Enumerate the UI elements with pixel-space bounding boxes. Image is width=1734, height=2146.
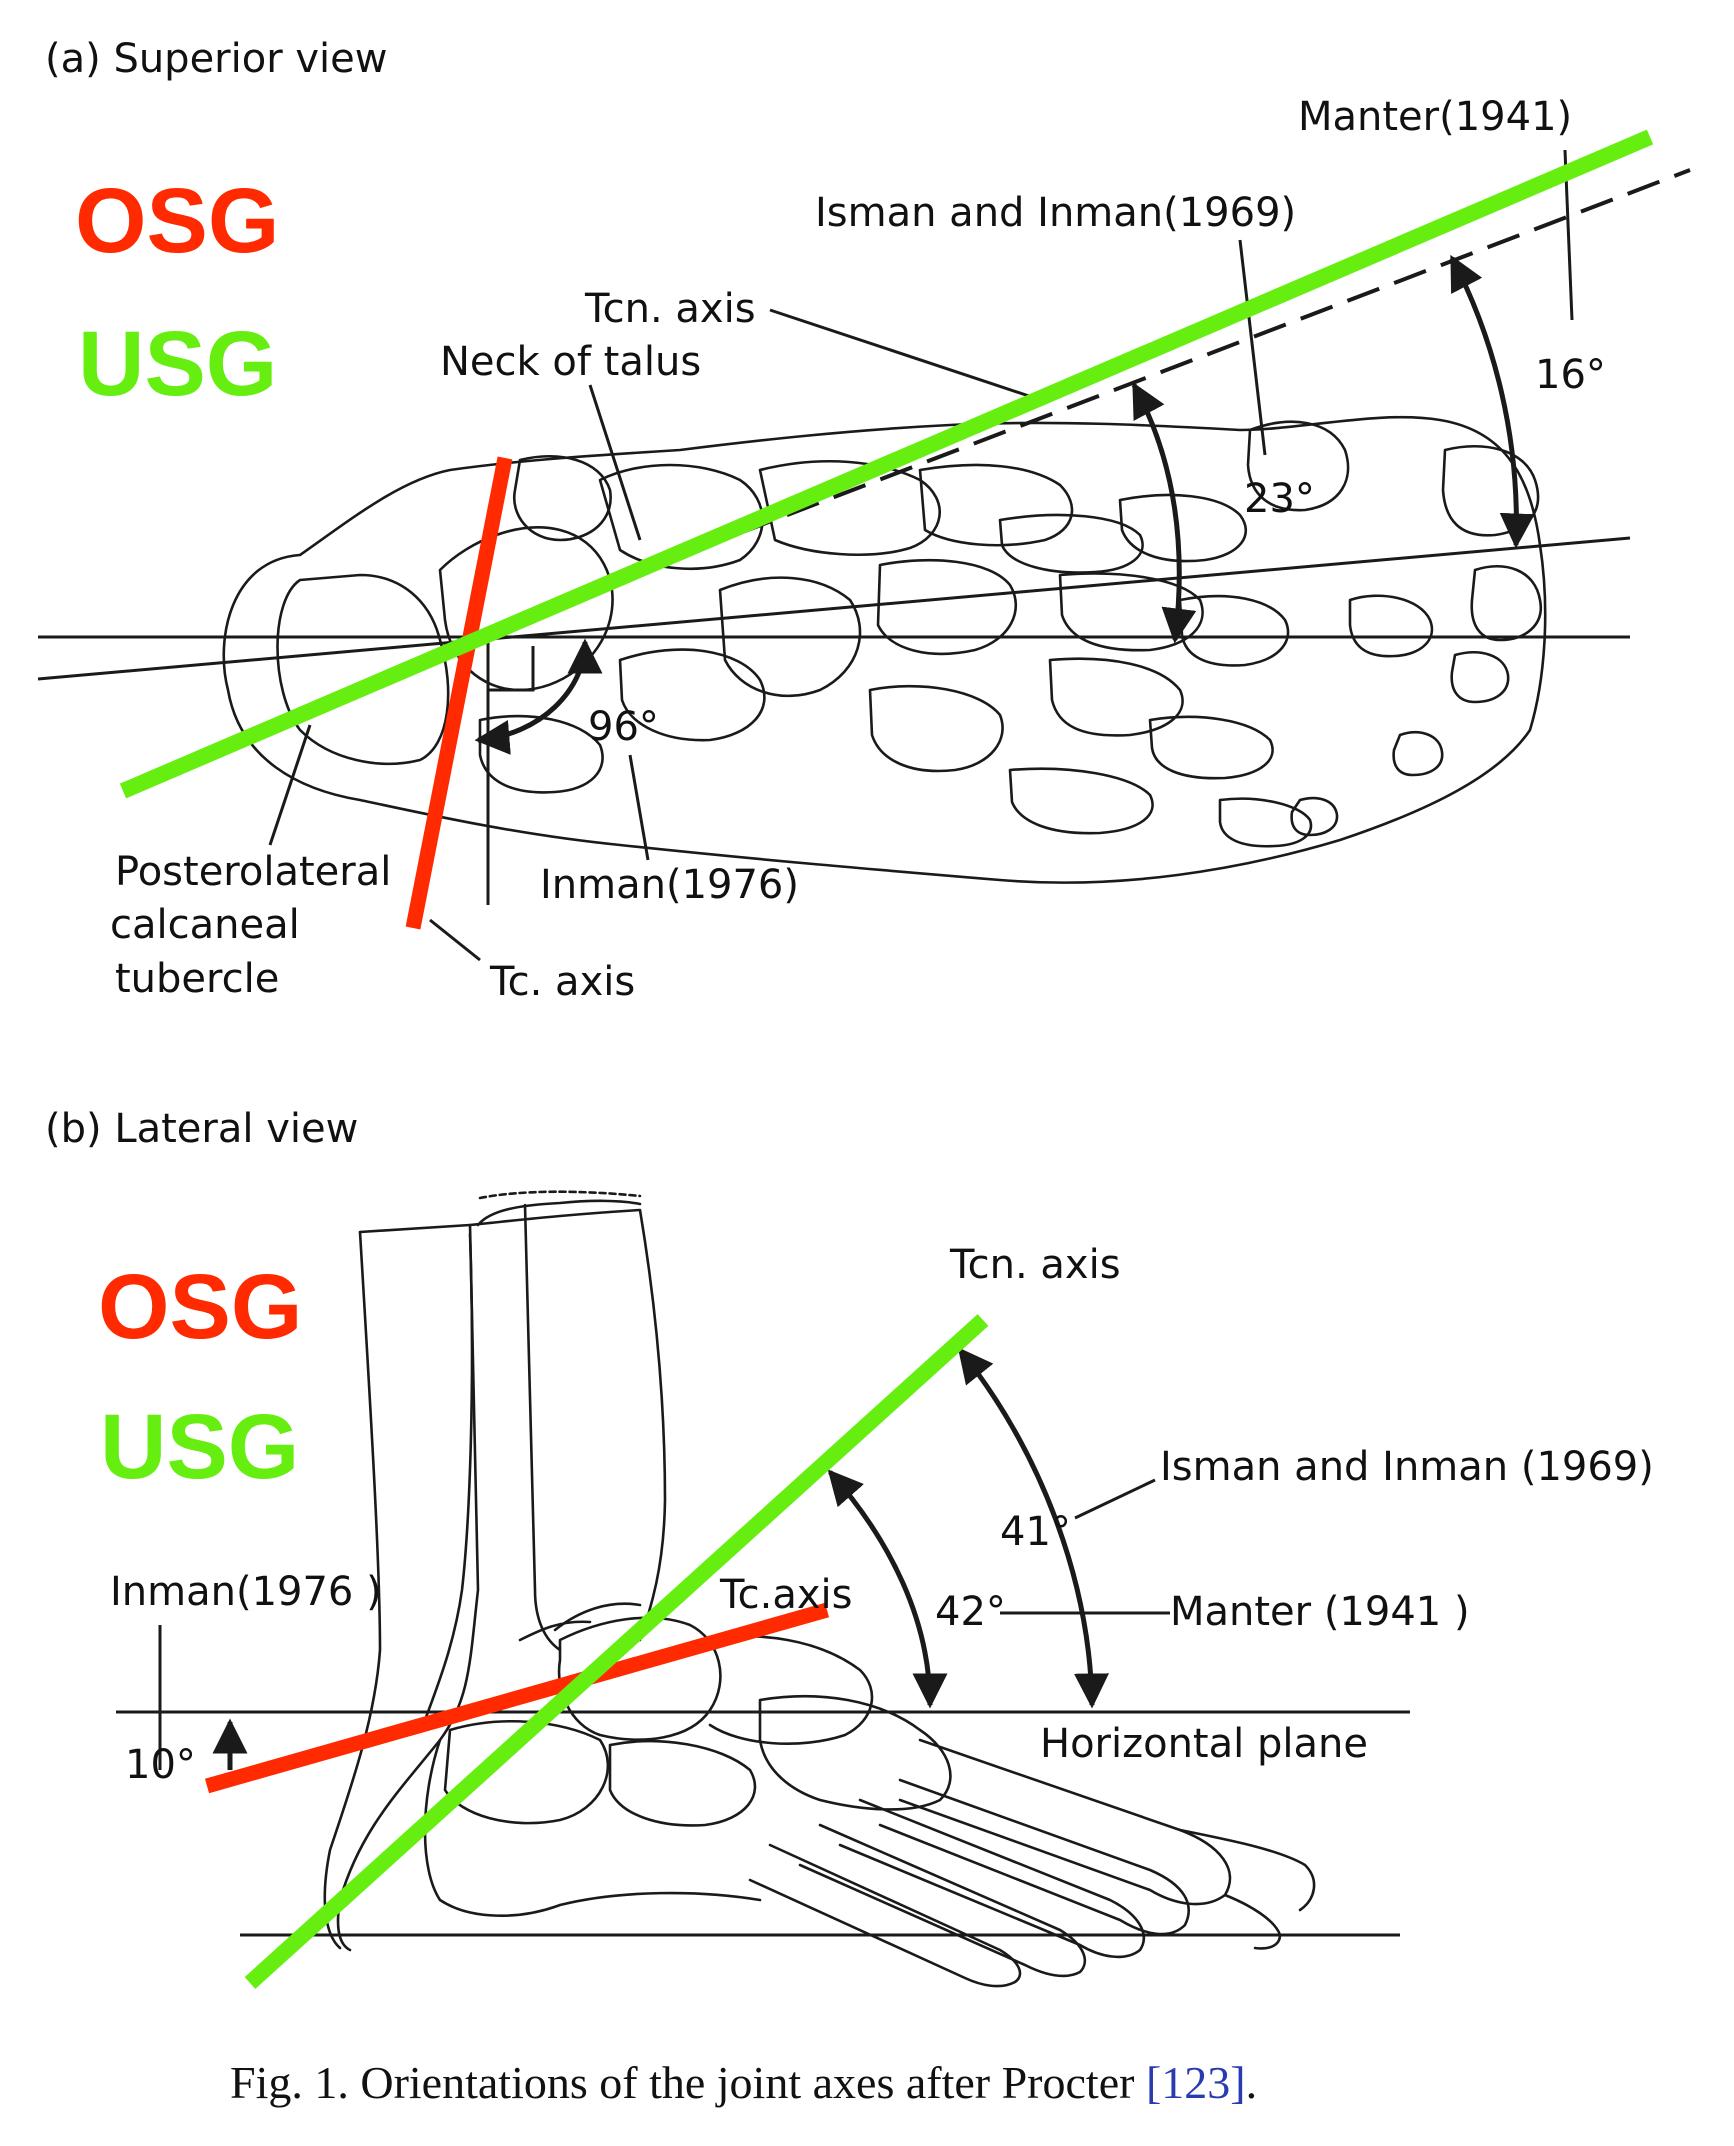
isman-leader-b (1074, 1478, 1156, 1520)
panel-a-title: (a) Superior view (45, 36, 387, 82)
label-posterolateral: Posterolateral (115, 849, 391, 895)
angle-23-arrow (1131, 381, 1197, 644)
right-angle-mark (488, 646, 535, 692)
label-isman-inman-a: Isman and Inman(1969) (815, 190, 1296, 236)
long-axis-line (37, 536, 1631, 681)
label-tubercle: tubercle (115, 956, 279, 1002)
caption-reference-link[interactable]: [123] (1146, 2057, 1246, 2108)
label-angle-96: 96° (588, 704, 659, 750)
label-tcn-axis-a: Tcn. axis (584, 286, 756, 332)
tcn-axis-leader (769, 308, 1036, 400)
panel-b-title: (b) Lateral view (45, 1106, 358, 1152)
osg-axis-line-lateral (204, 1602, 830, 1794)
label-angle-10: 10° (125, 1742, 196, 1788)
label-tcn-axis-b: Tcn. axis (949, 1242, 1121, 1288)
osg-axis-line-superior (405, 456, 513, 930)
label-angle-42: 42° (935, 1589, 1006, 1635)
panel-a: (a) Superior view OSG USG (37, 36, 1691, 1005)
label-neck-of-talus: Neck of talus (440, 339, 701, 385)
usg-axis-line-lateral (244, 1314, 989, 1989)
label-manter-b: Manter (1941 ) (1170, 1589, 1470, 1635)
figure-caption: Fig. 1. Orientations of the joint axes a… (230, 2057, 1257, 2108)
angle-41-arrow (957, 1347, 1109, 1709)
caption-period: . (1246, 2057, 1258, 2108)
label-tc-axis-a: Tc. axis (489, 959, 635, 1005)
label-inman-1976-a: Inman(1976) (540, 862, 799, 908)
panel-b-legend-usg: USG (100, 1396, 299, 1498)
label-calcaneal: calcaneal (110, 902, 300, 948)
label-isman-inman-b: Isman and Inman (1969) (1160, 1444, 1654, 1490)
angle-42-arrow (827, 1469, 948, 1709)
angle-96-arrow (474, 638, 603, 755)
label-horizontal-plane: Horizontal plane (1040, 1721, 1368, 1767)
label-tc-axis-b: Tc.axis (719, 1572, 852, 1618)
caption-text: Fig. 1. Orientations of the joint axes a… (230, 2057, 1146, 2108)
inman-1976-leader (628, 754, 650, 861)
label-angle-23: 23° (1244, 476, 1315, 522)
label-angle-16: 16° (1535, 352, 1606, 398)
label-angle-41: 41° (1000, 1509, 1071, 1555)
panel-a-legend-osg: OSG (75, 170, 279, 272)
label-manter-a: Manter(1941) (1298, 94, 1572, 140)
tubercle-leader (268, 724, 312, 846)
usg-axis-line-superior (119, 129, 1654, 799)
panel-a-legend-usg: USG (78, 313, 277, 415)
panel-b: (b) Lateral view OSG USG (45, 1106, 1654, 1989)
isman-leader (1238, 239, 1267, 456)
foot-outline-superior (222, 415, 1547, 884)
panel-b-legend-osg: OSG (98, 1256, 302, 1358)
angle-16-arrow (1449, 254, 1535, 549)
neck-talus-leader (588, 384, 642, 541)
label-inman-1976-b: Inman(1976 ) (110, 1569, 382, 1615)
tc-axis-leader (429, 918, 481, 962)
